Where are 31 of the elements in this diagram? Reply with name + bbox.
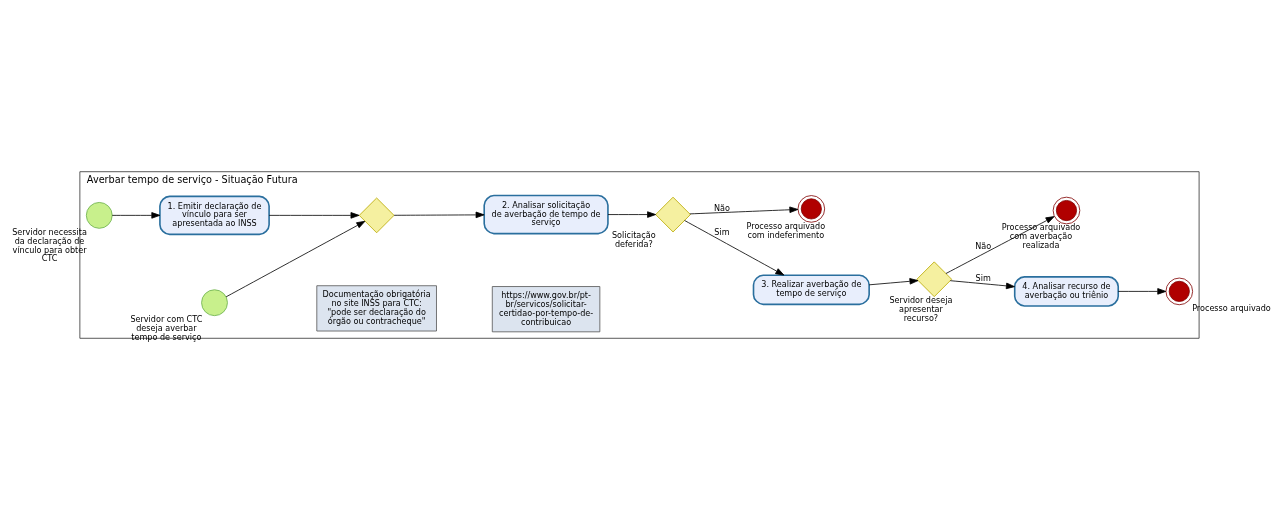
arrow [607,210,657,218]
edge-label: Não [975,240,992,251]
node-box: 4. Analisar recurso de averbação ou triênio [1013,275,1120,307]
arrow [111,211,161,219]
node-circle [201,288,228,316]
arrow [689,206,799,214]
node-box: 2. Analisar solicitação de averbação de tempo de serviço [483,194,609,234]
node-label: Processo arquivado [1192,302,1271,313]
arrow [945,215,1055,274]
node-box: 3. Realizar averbação de tempo de serviço [752,273,870,305]
arrow [684,219,785,275]
node-label: Servidor com CTC deseja averbar tempo de serviço [130,313,203,342]
node-box: https://www.gov.br/pt-br/servicos/solicitar-certidao-por-tempo-de-contribuicao [491,285,601,332]
edge-label: Sim [975,272,991,283]
arrow [393,211,485,218]
node-box: Documentação obrigatória no site INSS para CTC: "pode ser declaração do órgão ou contracheque" [316,284,437,331]
arrow [949,279,1015,289]
arrow [868,277,919,285]
edge-label: Não [714,202,730,213]
arrow [1117,287,1167,295]
node-label: Servidor deseja apresentar recurso? [889,294,953,323]
node-box: 1. Emitir declaração de vínculo para ser apresentada ao INSS [159,195,270,235]
arrow [225,220,366,297]
node-label: Solicitação deferida? [611,229,656,249]
node-label: Processo arquivado com indeferimento [746,220,826,240]
arrow [268,211,360,219]
node-label: Servidor necessita da declaração de vínculo para obter CTC [12,226,87,263]
node-diamond [655,196,691,232]
node-circle [85,201,113,229]
edge-label: Sim [714,226,730,237]
node-diamond [916,260,953,297]
